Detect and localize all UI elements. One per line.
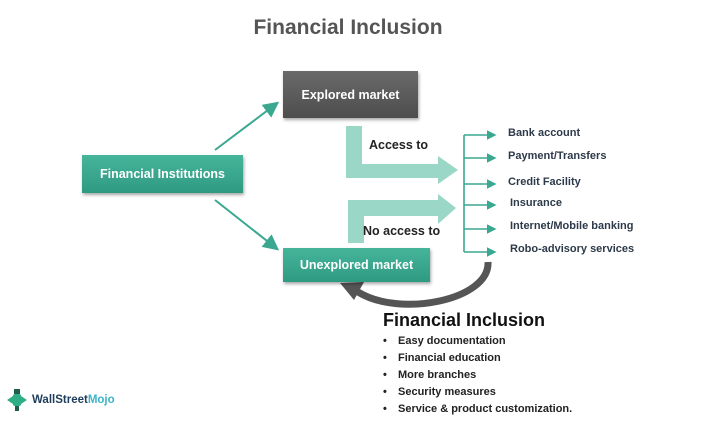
access-arrow <box>346 126 458 184</box>
service-item: Robo-advisory services <box>510 243 635 255</box>
service-item: Payment/Transfers <box>508 150 607 162</box>
no-access-label: No access to <box>363 224 441 238</box>
financial-institutions-node: Financial Institutions <box>82 155 243 193</box>
logo-icon <box>7 389 27 411</box>
inclusion-list: •Easy documentation •Financial education… <box>383 333 572 418</box>
no-access-arrow <box>348 194 456 243</box>
unexplored-market-node: Unexplored market <box>283 248 430 282</box>
list-item: •Financial education <box>383 352 501 364</box>
access-label: Access to <box>369 138 429 152</box>
wallstreetmojo-logo: WallStreetMojo <box>5 388 115 412</box>
service-item: Bank account <box>508 127 581 139</box>
explored-market-node: Explored market <box>283 71 418 118</box>
logo-text: WallStreetMojo <box>32 394 115 406</box>
list-item: •More branches <box>383 369 477 381</box>
inclusion-heading: Financial Inclusion <box>383 310 546 330</box>
service-item: Internet/Mobile banking <box>510 220 634 232</box>
diagram-title: Financial Inclusion <box>253 16 443 39</box>
service-bracket <box>463 130 497 257</box>
cycle-arrow <box>356 261 492 308</box>
service-item: Insurance <box>510 197 562 209</box>
arrow-to-explored <box>214 101 280 151</box>
list-item: •Security measures <box>383 386 496 398</box>
arrow-to-unexplored <box>214 199 280 251</box>
list-item: •Service & product customization. <box>383 403 573 415</box>
service-item: Credit Facility <box>508 176 581 188</box>
list-item: •Easy documentation <box>383 335 506 347</box>
